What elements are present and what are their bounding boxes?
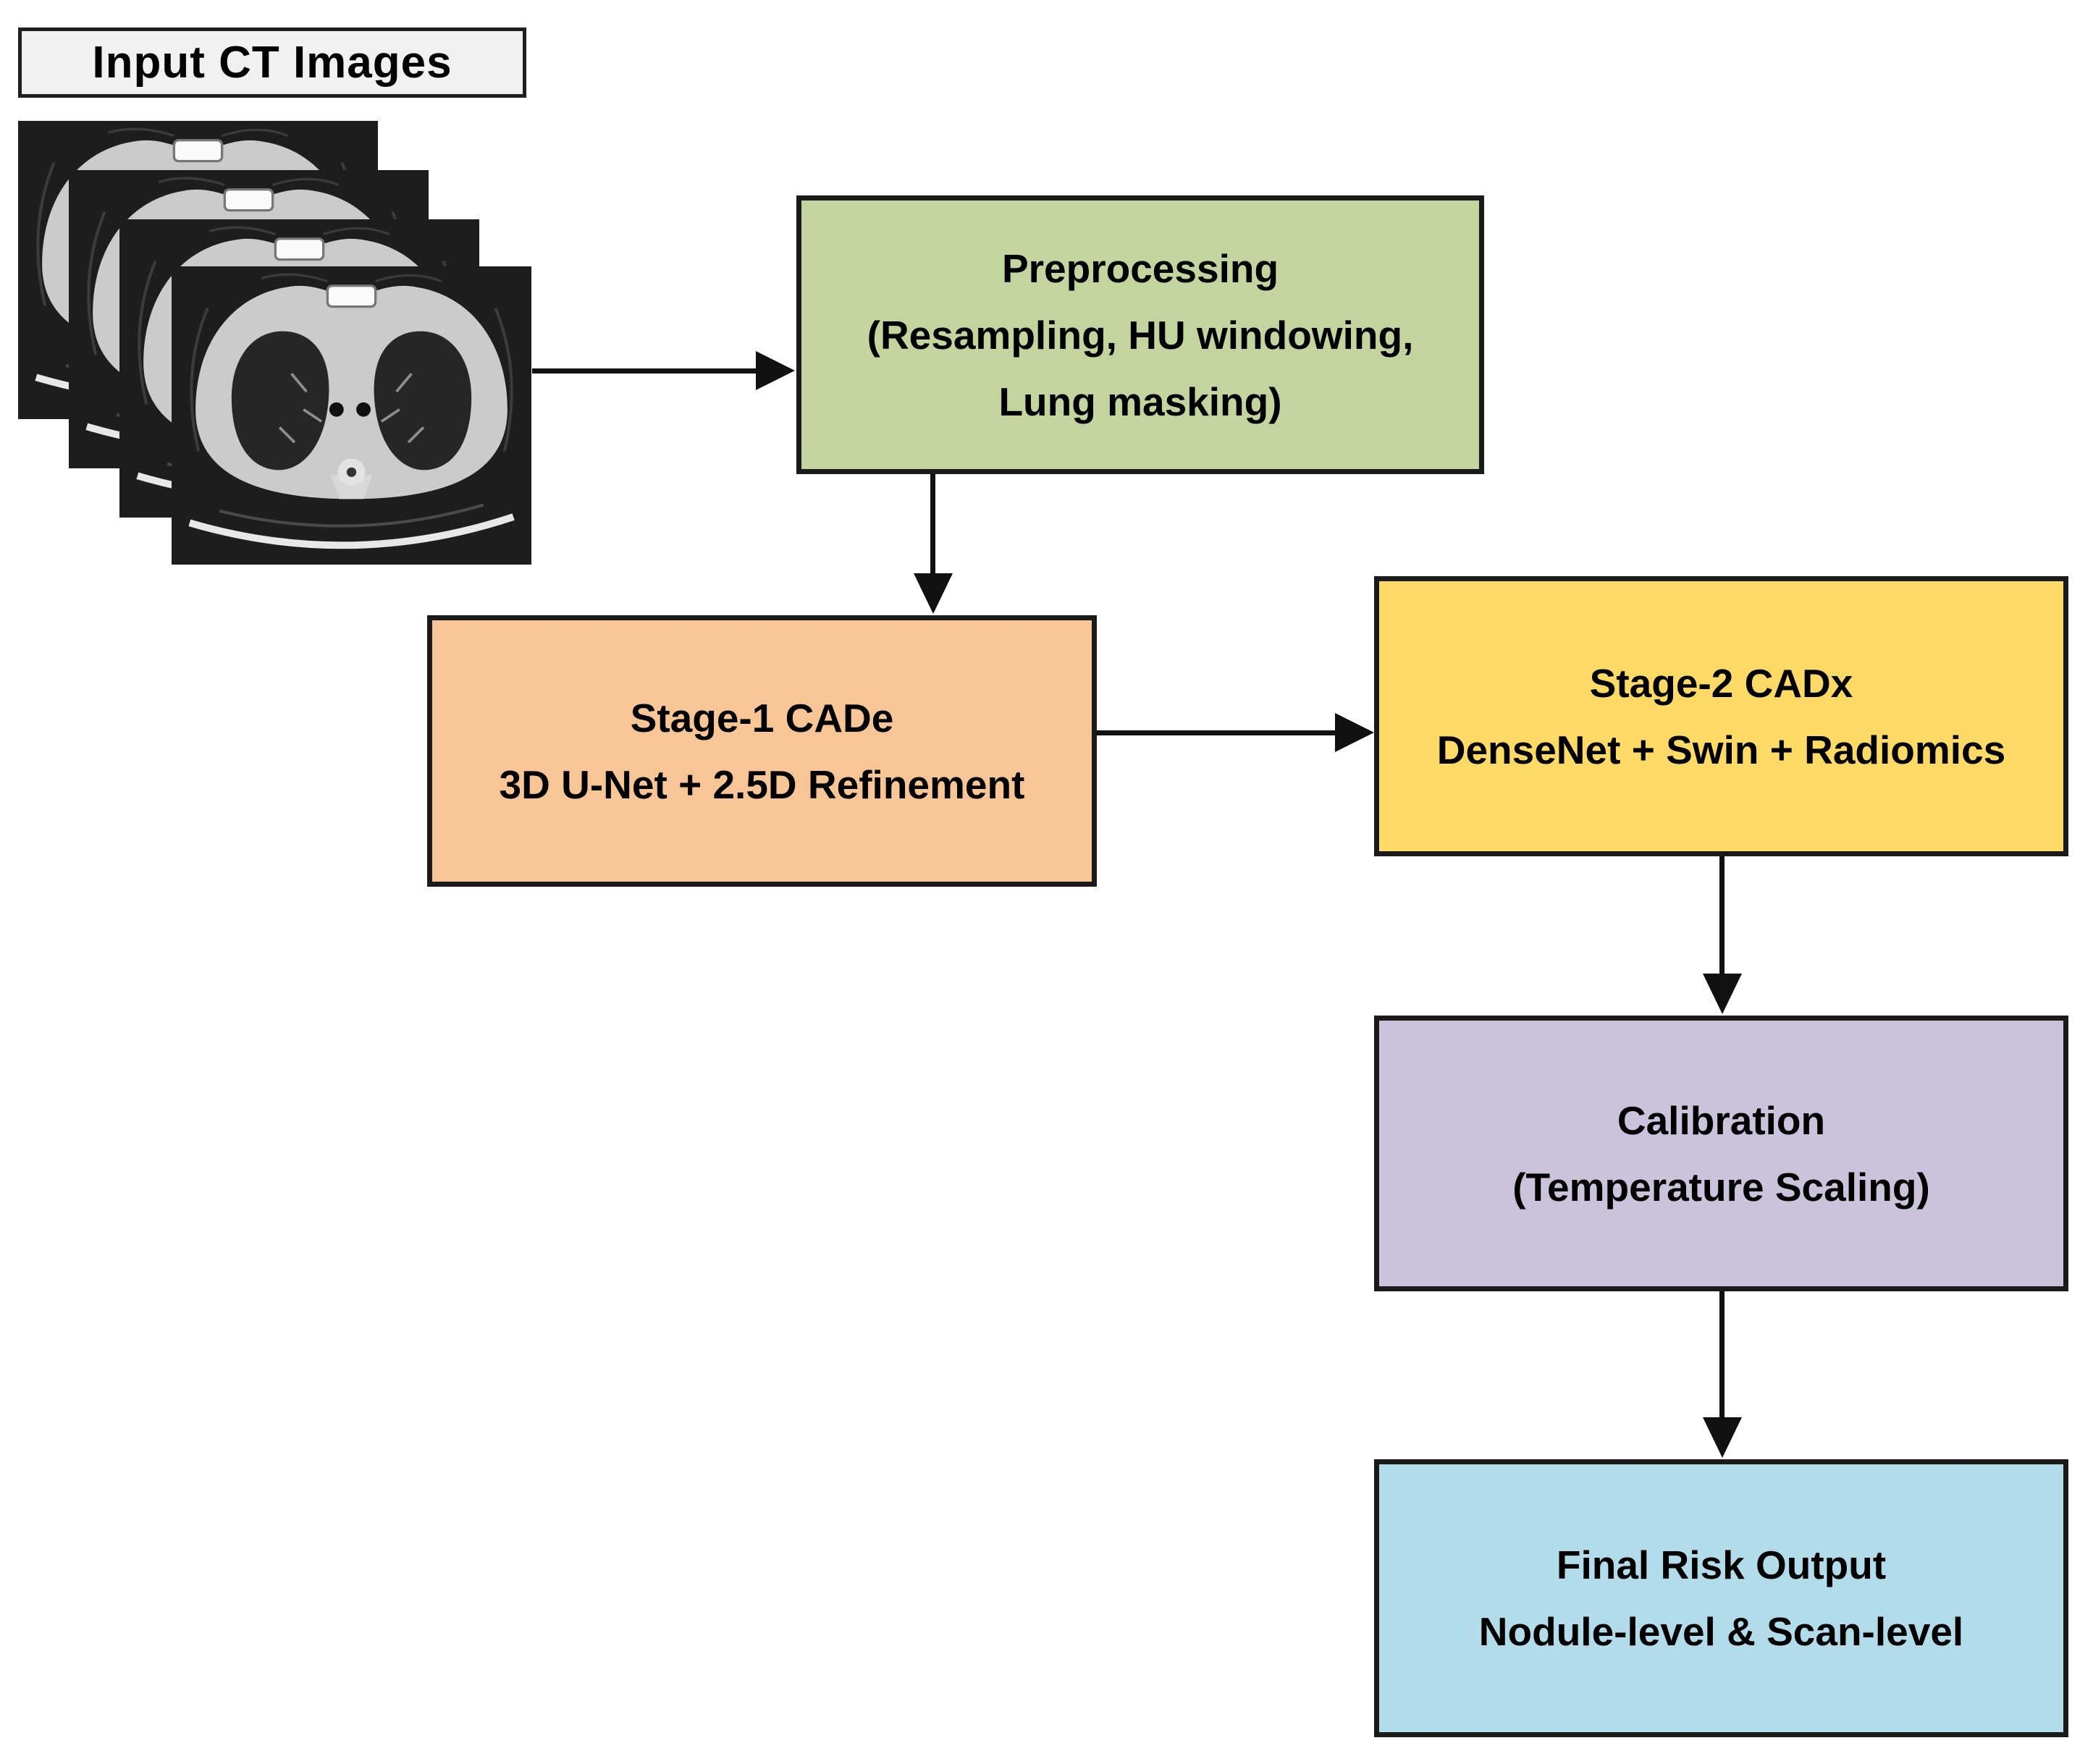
calibration-line-2: (Temperature Scaling) (1512, 1164, 1930, 1210)
final-risk-output-box: Final Risk Output Nodule-level & Scan-le… (1374, 1459, 2068, 1737)
arrow-shaft (1719, 1291, 1724, 1418)
input-ct-images-label: Input CT Images (18, 28, 526, 98)
preprocessing-line-2: (Resampling, HU windowing, (867, 312, 1414, 358)
stage2-cadx-box: Stage-2 CADx DenseNet + Swin + Radiomics (1374, 576, 2068, 856)
arrow-shaft (1097, 730, 1339, 735)
arrowhead-down-icon (1703, 974, 1742, 1014)
stage1-cade-box: Stage-1 CADe 3D U-Net + 2.5D Refinement (427, 615, 1097, 887)
preprocessing-line-1: Preprocessing (1001, 245, 1279, 291)
arrow-shaft (930, 474, 935, 575)
stage2-cadx-line-2: DenseNet + Swin + Radiomics (1436, 727, 2006, 772)
arrow-shaft (532, 368, 760, 374)
preprocessing-box: Preprocessing (Resampling, HU windowing,… (796, 195, 1484, 474)
stage1-cade-line-1: Stage-1 CADe (630, 695, 894, 740)
calibration-line-1: Calibration (1617, 1097, 1826, 1143)
stage1-cade-line-2: 3D U-Net + 2.5D Refinement (499, 761, 1025, 807)
arrowhead-down-icon (1703, 1417, 1742, 1458)
input-ct-images-label-text: Input CT Images (92, 38, 452, 88)
arrowhead-right-icon (1335, 713, 1374, 752)
arrowhead-down-icon (914, 573, 953, 614)
final-risk-output-line-1: Final Risk Output (1556, 1543, 1887, 1587)
ct-slice-icon (172, 266, 531, 565)
calibration-box: Calibration (Temperature Scaling) (1374, 1016, 2068, 1291)
arrowhead-right-icon (756, 351, 795, 390)
stage2-cadx-line-1: Stage-2 CADx (1589, 660, 1853, 706)
arrow-shaft (1719, 856, 1724, 976)
final-risk-output-line-2: Nodule-level & Scan-level (1478, 1609, 1964, 1654)
preprocessing-line-3: Lung masking) (998, 379, 1282, 424)
